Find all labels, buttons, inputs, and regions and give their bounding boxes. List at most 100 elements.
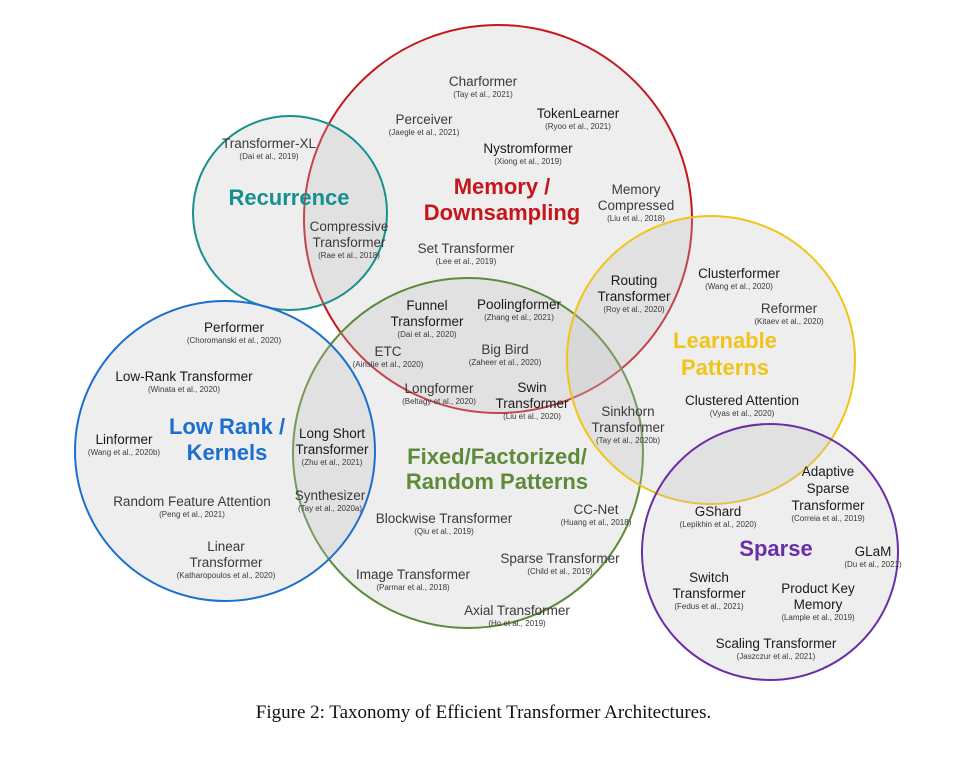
model-entry: Sparse Transformer(Child et al., 2019): [500, 551, 620, 576]
fixed-category-label: Fixed/Factorized/: [407, 444, 587, 469]
model-citation: (Zhang et al., 2021): [484, 313, 554, 322]
model-name: Blockwise Transformer: [376, 511, 513, 526]
model-entry: Set Transformer(Lee et al., 2019): [418, 241, 515, 266]
model-citation: (Zaheer et al., 2020): [469, 358, 542, 367]
model-entry: TokenLearner(Ryoo et al., 2021): [537, 106, 620, 131]
model-citation: (Du et al., 2021): [844, 560, 902, 569]
model-citation: (Qiu et al., 2019): [414, 527, 474, 536]
model-name: GLaM: [855, 544, 892, 559]
model-entry: Scaling Transformer(Jaszczur et al., 202…: [716, 636, 837, 661]
model-name: Clustered Attention: [685, 393, 799, 408]
model-entry: Nystromformer(Xiong et al., 2019): [483, 141, 573, 166]
lowrank-category-label: Low Rank /: [169, 414, 285, 439]
model-entry: Big Bird(Zaheer et al., 2020): [469, 342, 542, 367]
model-name: Sparse Transformer: [500, 551, 620, 566]
sparse-circle: [641, 423, 899, 681]
model-entry: Image Transformer(Parmar et al., 2018): [356, 567, 471, 592]
model-entry: Blockwise Transformer(Qiu et al., 2019): [376, 511, 513, 536]
model-entry: Low-Rank Transformer(Winata et al., 2020…: [115, 369, 253, 394]
model-citation: (Winata et al., 2020): [148, 385, 220, 394]
model-name: Performer: [204, 320, 265, 335]
model-name: GShard: [695, 504, 742, 519]
model-citation: (Tay et al., 2020b): [596, 436, 660, 445]
model-citation: (Huang et al., 2018): [561, 518, 632, 527]
model-citation: (Child et al., 2019): [527, 567, 593, 576]
fixed-category-label: Random Patterns: [406, 469, 588, 494]
model-name: Clusterformer: [698, 266, 780, 281]
model-name: Poolingformer: [477, 297, 562, 312]
model-name: Linear: [207, 539, 245, 554]
recurrence-category-label: Recurrence: [228, 185, 349, 210]
model-citation: (Tay et al., 2020a): [298, 504, 362, 513]
learnable-circle: [566, 215, 856, 505]
memory-circle: [303, 24, 693, 414]
model-name: Memory: [794, 597, 843, 612]
model-name: Transformer: [495, 396, 569, 411]
model-entry: Longformer(Beltagy et al., 2020): [402, 381, 476, 406]
model-citation: (Roy et al., 2020): [603, 305, 665, 314]
model-name: Low-Rank Transformer: [115, 369, 253, 384]
model-name: Transformer: [390, 314, 464, 329]
model-citation: (Liu et al., 2018): [607, 214, 665, 223]
model-citation: (Jaszczur et al., 2021): [737, 652, 816, 661]
model-entry: GLaM(Du et al., 2021): [844, 544, 902, 569]
model-name: Switch: [689, 570, 729, 585]
model-name: Compressive: [310, 219, 389, 234]
model-name: Transformer: [312, 235, 386, 250]
model-entry: GShard(Lepikhin et al., 2020): [680, 504, 757, 529]
model-citation: (Liu et al., 2020): [503, 412, 561, 421]
model-name: Transformer-XL: [222, 136, 317, 151]
model-entry: Linformer(Wang et al., 2020b): [88, 432, 161, 457]
model-citation: (Dai et al., 2019): [239, 152, 298, 161]
lowrank-circle: [74, 300, 376, 602]
model-name: Charformer: [449, 74, 518, 89]
model-name: Perceiver: [395, 112, 453, 127]
model-citation: (Fedus et al., 2021): [674, 602, 744, 611]
model-name: Linformer: [95, 432, 153, 447]
model-name: Product Key: [781, 581, 855, 596]
model-name: Reformer: [761, 301, 818, 316]
model-citation: (Wang et al., 2020b): [88, 448, 161, 457]
model-citation: (Correia et al., 2019): [791, 514, 865, 523]
model-entry: Random Feature Attention(Peng et al., 20…: [113, 494, 271, 519]
model-name: Big Bird: [481, 342, 528, 357]
model-name: Funnel: [406, 298, 447, 313]
model-name: Memory: [612, 182, 661, 197]
model-entry: Poolingformer(Zhang et al., 2021): [477, 297, 562, 322]
model-citation: (Katharopoulos et al., 2020): [177, 571, 276, 580]
model-citation: (Ryoo et al., 2021): [545, 122, 611, 131]
model-entry: Axial Transformer(Ho et al., 2019): [464, 603, 570, 628]
model-citation: (Wang et al., 2020): [705, 282, 773, 291]
model-entry: Clustered Attention(Vyas et al., 2020): [685, 393, 799, 418]
model-name: Sparse: [807, 481, 850, 496]
model-citation: (Vyas et al., 2020): [710, 409, 775, 418]
model-citation: (Dai et al., 2020): [397, 330, 456, 339]
model-name: Transformer: [591, 420, 665, 435]
memory-category-label: Memory /: [454, 174, 551, 199]
model-name: ETC: [375, 344, 402, 359]
model-citation: (Beltagy et al., 2020): [402, 397, 476, 406]
model-citation: (Zhu et al., 2021): [302, 458, 363, 467]
model-citation: (Lample et al., 2019): [781, 613, 855, 622]
recurrence-circle: [192, 115, 388, 311]
model-name: Longformer: [404, 381, 474, 396]
model-entry: Synthesizer(Tay et al., 2020a): [295, 488, 366, 513]
model-name: Adaptive: [802, 464, 855, 479]
model-entry: Reformer(Kitaev et al., 2020): [754, 301, 824, 326]
model-entry: Perceiver(Jaegle et al., 2021): [389, 112, 460, 137]
model-entry: Clusterformer(Wang et al., 2020): [698, 266, 780, 291]
model-name: Axial Transformer: [464, 603, 570, 618]
model-name: Random Feature Attention: [113, 494, 271, 509]
model-name: Set Transformer: [418, 241, 515, 256]
model-entry: Transformer-XL(Dai et al., 2019): [222, 136, 317, 161]
